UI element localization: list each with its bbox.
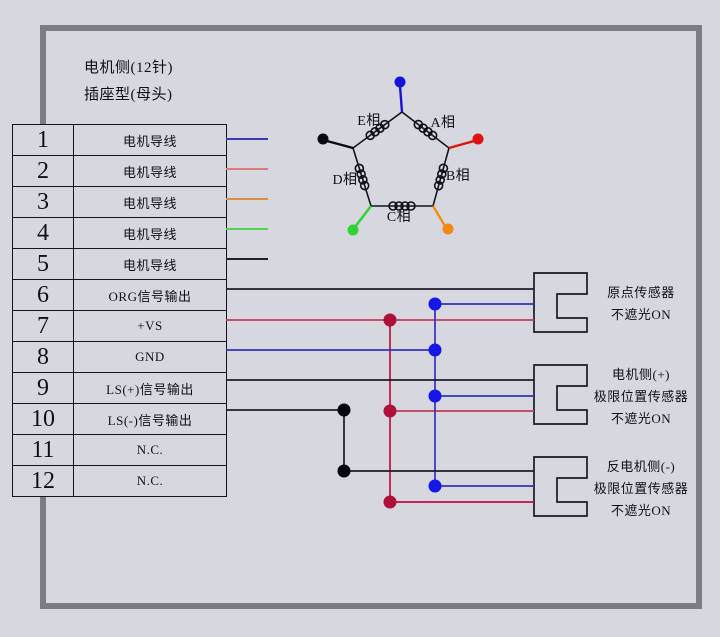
pin-row: 12 N.C. — [13, 466, 226, 496]
cw-limit-sensor-label-line3: 不遮光ON — [610, 411, 672, 426]
origin-sensor-label-line2: 不遮光ON — [610, 307, 672, 322]
pin-function: LS(+)信号输出 — [106, 381, 194, 397]
gnd-junction-4 — [428, 479, 442, 493]
winding-coil-c — [388, 201, 416, 211]
motor-lead-orange — [431, 205, 447, 227]
ls-minus-junction-1 — [337, 403, 351, 417]
phase-label-c: C相 — [386, 210, 412, 225]
origin-sensor-label: 原点传感器 不遮光ON — [583, 282, 699, 326]
phase-label-e: E相 — [357, 114, 381, 129]
winding-coil-a — [413, 119, 438, 141]
pin-row: 7 +VS — [13, 311, 226, 342]
wires-layer — [226, 76, 534, 509]
motor-lead-green-dot — [347, 224, 359, 236]
pin-function: 电机导线 — [122, 164, 177, 180]
pin-number: 10 — [13, 404, 74, 434]
motor-lead-blue-dot — [394, 76, 406, 88]
vs-junction-1 — [383, 313, 397, 327]
pin-function: +VS — [137, 318, 163, 333]
pin-row: 10 LS(-)信号输出 — [13, 404, 226, 435]
cw-limit-sensor-label: 电机侧(+) 极限位置传感器 不遮光ON — [583, 364, 699, 430]
pin-row: 9 LS(+)信号输出 — [13, 373, 226, 404]
cw-limit-sensor-symbol — [533, 364, 588, 425]
ls-minus-junction-2 — [337, 464, 351, 478]
phase-label-d: D相 — [332, 173, 358, 188]
vs-junction-3 — [383, 495, 397, 509]
pin-function: 电机导线 — [122, 226, 177, 242]
ccw-limit-sensor-label-line1: 反电机侧(-) — [606, 459, 676, 474]
pin-number: 2 — [13, 156, 74, 186]
cw-limit-sensor-label-line1: 电机侧(+) — [612, 367, 670, 382]
pin-function: ORG信号输出 — [108, 288, 192, 304]
pin-row: 6 ORG信号输出 — [13, 280, 226, 311]
pin-number: 9 — [13, 373, 74, 403]
pin-function: 电机导线 — [122, 195, 177, 211]
connector-title-line2: 插座型(母头) — [84, 87, 173, 103]
pin-number: 11 — [13, 435, 74, 465]
motor-lead-red-dot — [472, 133, 484, 145]
pin-function: 电机导线 — [122, 257, 177, 273]
motor-lead-blue — [398, 85, 404, 113]
vs-junction-2 — [383, 404, 397, 418]
pin-function: 电机导线 — [122, 133, 177, 149]
pin-number: 12 — [13, 466, 74, 496]
pin-table: 1 电机导线 2 电机导线 3 电机导线 4 电机导线 5 电机导线 6 ORG信号输出 7… — [12, 124, 227, 497]
origin-sensor-symbol — [533, 272, 588, 333]
gnd-junction-3 — [428, 389, 442, 403]
pin-number: 5 — [13, 249, 74, 279]
pin-number: 8 — [13, 342, 74, 372]
pin-number: 6 — [13, 280, 74, 310]
winding-coil-b — [433, 163, 449, 191]
ccw-limit-sensor-symbol — [533, 456, 588, 517]
pin-function: LS(-)信号输出 — [107, 412, 193, 428]
motor-lead-black — [326, 139, 354, 150]
pin-row: 2 电机导线 — [13, 156, 226, 187]
phase-label-a: A相 — [430, 116, 456, 131]
pin-function: N.C. — [136, 473, 164, 488]
pin-number: 3 — [13, 187, 74, 217]
pin-number: 4 — [13, 218, 74, 248]
origin-sensor-label-line1: 原点传感器 — [607, 285, 675, 300]
cw-limit-sensor-label-line2: 极限位置传感器 — [593, 389, 689, 404]
pentagon-winding — [352, 110, 450, 207]
winding-coil-e — [365, 119, 390, 141]
pin-row: 1 电机导线 — [13, 125, 226, 156]
ccw-limit-sensor-label-line3: 不遮光ON — [610, 503, 672, 518]
pin-function: GND — [135, 349, 165, 364]
winding-coil-d — [354, 163, 370, 191]
gnd-junction-1 — [428, 297, 442, 311]
pin-number: 1 — [13, 125, 74, 155]
pin-row: 11 N.C. — [13, 435, 226, 466]
motor-lead-black-dot — [317, 133, 329, 145]
pin-row: 3 电机导线 — [13, 187, 226, 218]
connector-title: 电机侧(12针) 插座型(母头) — [84, 55, 173, 109]
motor-lead-green — [354, 205, 372, 228]
pin-function: N.C. — [136, 442, 164, 457]
ccw-limit-sensor-label-line2: 极限位置传感器 — [593, 481, 689, 496]
ccw-limit-sensor-label: 反电机侧(-) 极限位置传感器 不遮光ON — [583, 456, 699, 522]
pin-row: 5 电机导线 — [13, 249, 226, 280]
pin-row: 8 GND — [13, 342, 226, 373]
phase-label-b: B相 — [445, 169, 471, 184]
motor-lead-orange-dot — [442, 223, 454, 235]
motor-lead-red — [448, 139, 475, 150]
pin-row: 4 电机导线 — [13, 218, 226, 249]
pin-number: 7 — [13, 311, 74, 341]
gnd-junction-2 — [428, 343, 442, 357]
connector-title-line1: 电机侧(12针) — [84, 60, 173, 76]
